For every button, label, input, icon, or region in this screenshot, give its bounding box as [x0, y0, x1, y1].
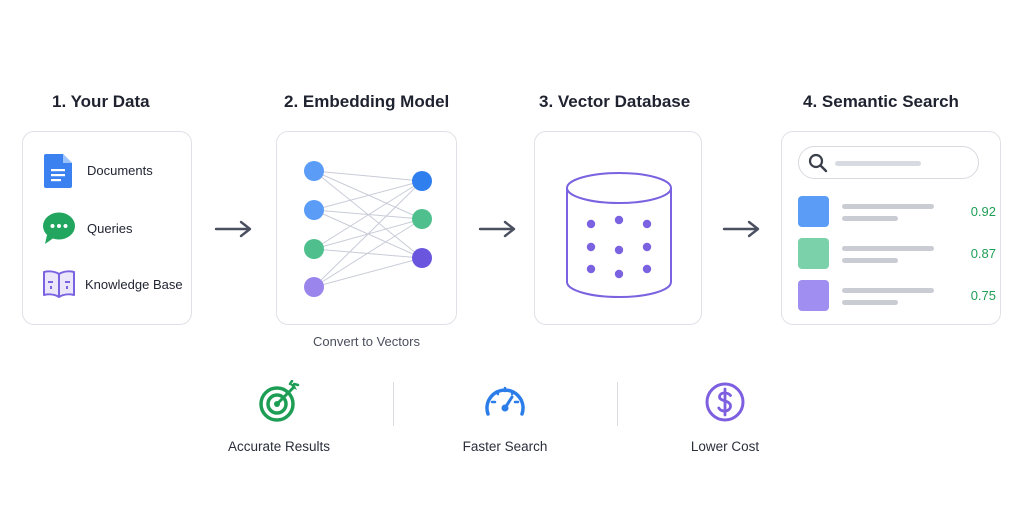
- search-result-row: 0.75: [798, 280, 996, 312]
- search-result-row: 0.87: [798, 238, 996, 270]
- source-label: Documents: [87, 162, 153, 178]
- benefit-faster-search: Faster Search: [415, 380, 595, 454]
- result-text-line: [842, 288, 934, 293]
- target-icon: [259, 379, 300, 422]
- benefit-label: Lower Cost: [690, 439, 760, 454]
- data-sources-card: Documents Queries Knowledge Base: [22, 131, 192, 325]
- result-swatch: [798, 238, 829, 269]
- result-score: 0.75: [970, 288, 996, 303]
- result-score: 0.92: [970, 204, 996, 219]
- result-text-line: [842, 204, 934, 209]
- benefit-accurate-results: Accurate Results: [189, 379, 369, 454]
- stage-title-embedding-model: 2. Embedding Model: [284, 92, 450, 111]
- search-placeholder-line: [835, 161, 921, 166]
- semantic-search-card: 0.92 0.87 0.75: [781, 131, 1001, 325]
- flow-arrow-icon: [214, 220, 252, 238]
- embedding-model-card: [276, 131, 457, 325]
- stage-title-vector-database: 3. Vector Database: [539, 92, 691, 111]
- result-text-line: [842, 246, 934, 251]
- embedding-caption: Convert to Vectors: [313, 334, 420, 349]
- result-text-line: [842, 258, 898, 263]
- search-result-row: 0.92: [798, 196, 996, 228]
- source-queries: Queries: [41, 210, 133, 246]
- source-knowledge-base: Knowledge Base: [41, 266, 183, 302]
- open-book-icon: [41, 266, 77, 302]
- result-text-line: [842, 300, 898, 305]
- flow-arrow-icon: [722, 220, 760, 238]
- divider: [393, 382, 394, 426]
- result-swatch: [798, 280, 829, 311]
- search-icon: [808, 153, 828, 173]
- result-swatch: [798, 196, 829, 227]
- benefit-label: Faster Search: [462, 439, 548, 454]
- search-input[interactable]: [798, 146, 979, 179]
- source-label: Queries: [87, 220, 133, 236]
- stage-title-semantic-search: 4. Semantic Search: [803, 92, 959, 111]
- divider: [617, 382, 618, 426]
- neural-network-icon: [304, 161, 432, 297]
- benefit-lower-cost: Lower Cost: [635, 380, 815, 454]
- database-cylinder-icon: [566, 172, 672, 298]
- dollar-icon: [705, 382, 745, 422]
- source-label: Knowledge Base: [85, 276, 183, 292]
- speedometer-icon: [485, 386, 525, 416]
- document-icon: [41, 152, 77, 188]
- vector-database-card: [534, 131, 702, 325]
- chat-bubble-icon: [41, 210, 77, 246]
- benefit-label: Accurate Results: [227, 439, 331, 454]
- result-score: 0.87: [970, 246, 996, 261]
- source-documents: Documents: [41, 152, 153, 188]
- result-text-line: [842, 216, 898, 221]
- flow-arrow-icon: [478, 220, 516, 238]
- stage-title-your-data: 1. Your Data: [52, 92, 150, 111]
